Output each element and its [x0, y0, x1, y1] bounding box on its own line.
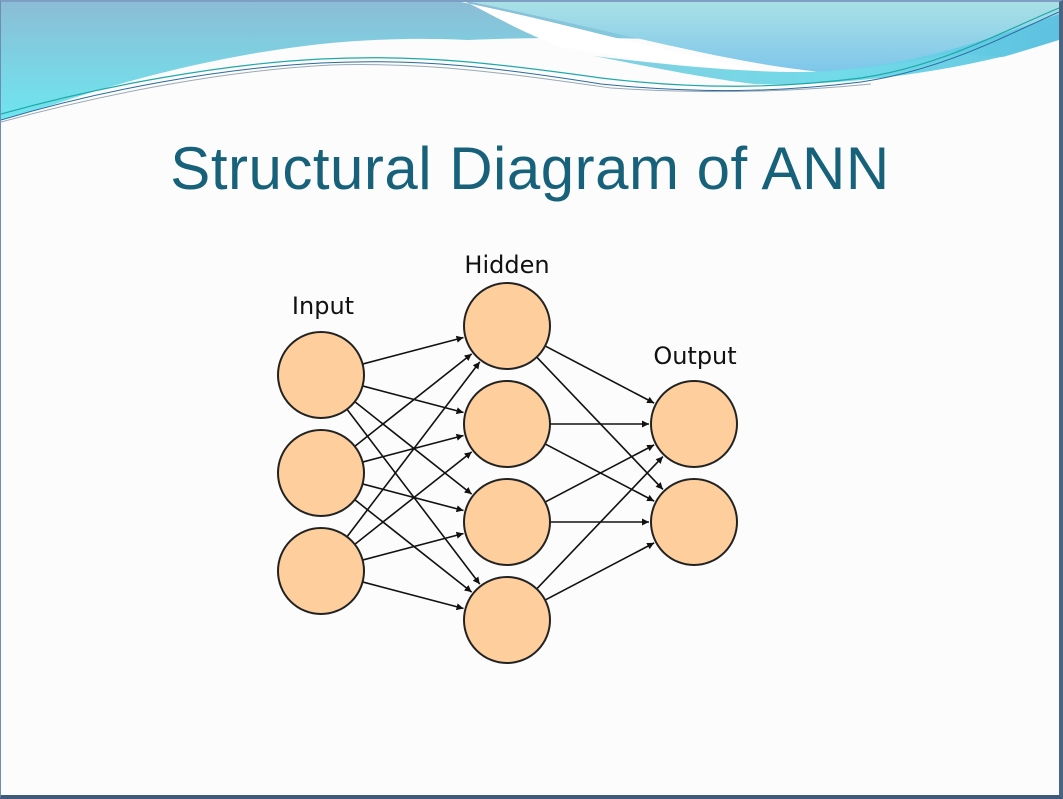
input-neuron-1: [277, 331, 365, 419]
output-neuron-2: [650, 478, 738, 566]
connection-input-2-to-hidden-1: [354, 353, 473, 447]
connection-hidden-4-to-output-2: [544, 542, 655, 601]
connection-hidden-3-to-output-1: [544, 444, 655, 503]
hidden-neuron-3: [463, 478, 551, 566]
connection-input-3-to-hidden-3: [362, 531, 464, 561]
connection-hidden-2-to-output-2: [544, 443, 655, 502]
input-neuron-3: [277, 527, 365, 615]
output-neuron-1: [650, 380, 738, 468]
neurons-group: [277, 282, 738, 664]
layer-label-hidden: Hidden: [464, 251, 549, 279]
slide-title: Structural Diagram of ANN: [170, 135, 890, 202]
layer-label-output: Output: [653, 342, 736, 370]
connection-input-3-to-hidden-1: [346, 361, 481, 538]
hidden-neuron-1: [463, 282, 551, 370]
header-wave-decoration: [1, 2, 1059, 142]
hidden-neuron-4: [463, 576, 551, 664]
connection-input-3-to-hidden-2: [354, 451, 473, 545]
connection-input-1-to-hidden-1: [362, 335, 464, 365]
connection-input-3-to-hidden-4: [362, 581, 464, 611]
input-neuron-2: [277, 429, 365, 517]
connection-hidden-1-to-output-1: [544, 345, 655, 404]
layer-label-input: Input: [292, 292, 354, 320]
connections-group: [346, 335, 664, 611]
hidden-neuron-2: [463, 380, 551, 468]
connection-hidden-4-to-output-1: [536, 456, 664, 590]
